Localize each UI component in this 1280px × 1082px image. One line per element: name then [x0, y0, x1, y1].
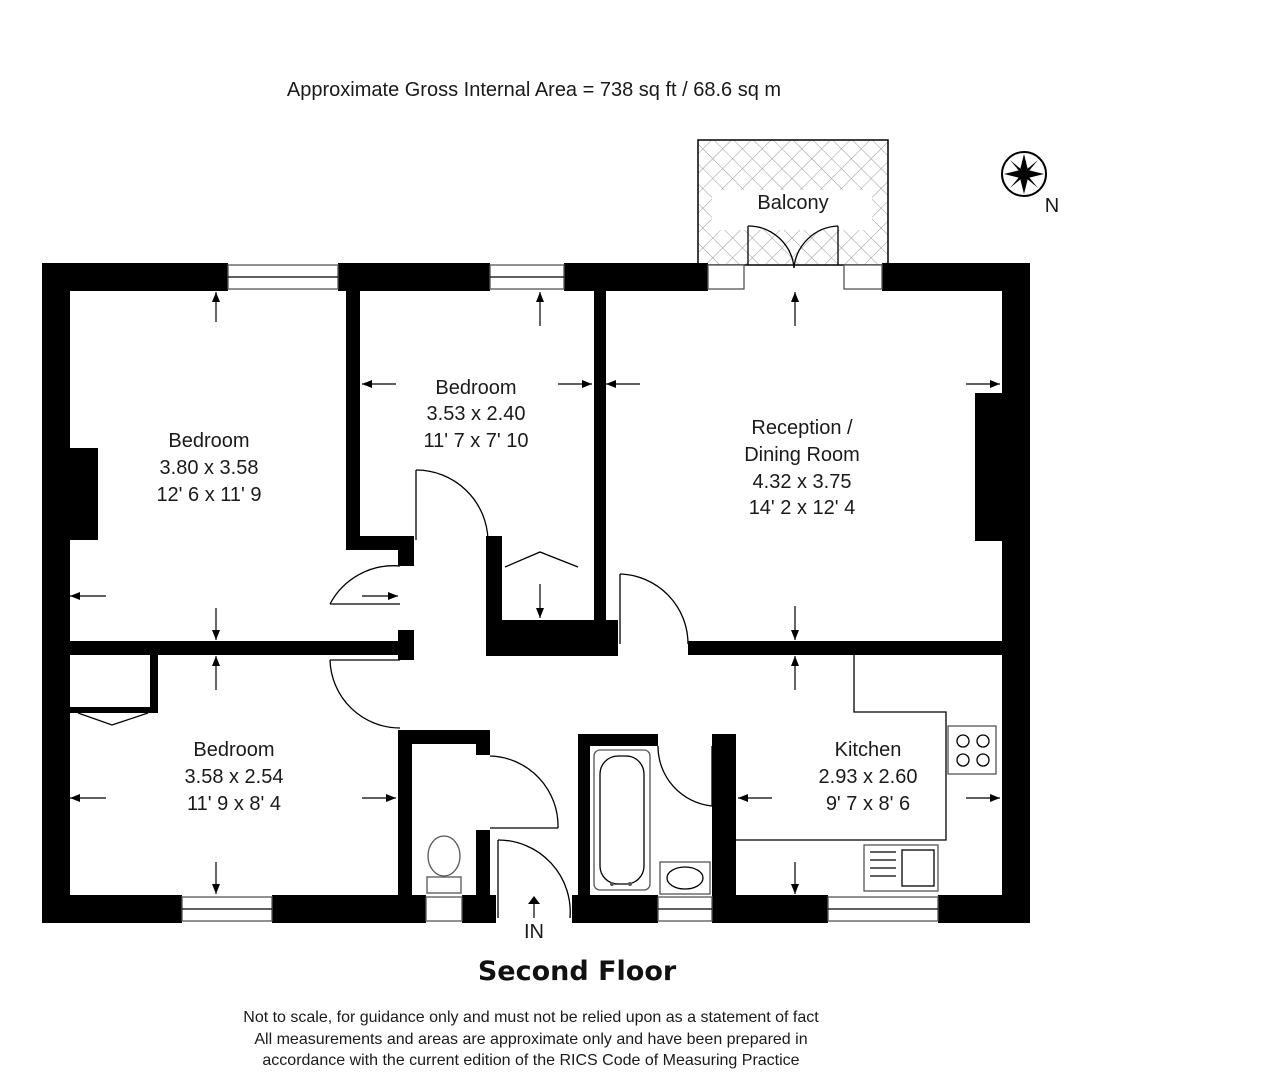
- room-label-bedroom-1: Bedroom 3.80 x 3.58 12' 6 x 11' 9: [156, 430, 261, 506]
- reception-imperial: 14' 2 x 12' 4: [749, 497, 856, 519]
- bedroom-1-name: Bedroom: [168, 430, 249, 452]
- bedroom-1-metric: 3.80 x 3.58: [160, 457, 259, 479]
- fixtures: [70, 551, 997, 895]
- bedroom-1-imperial: 12' 6 x 11' 9: [156, 484, 261, 506]
- north-label: N: [1045, 195, 1059, 217]
- floor-label: Second Floor: [478, 956, 677, 987]
- kitchen-name: Kitchen: [835, 739, 902, 761]
- disclaimer: Not to scale, for guidance only and must…: [243, 1009, 819, 1069]
- bedroom-3-metric: 3.58 x 2.54: [185, 766, 284, 788]
- room-label-bedroom-2: Bedroom 3.53 x 2.40 11' 7 x 7' 10: [423, 377, 528, 452]
- dimension-arrows: [70, 292, 1000, 918]
- room-label-kitchen: Kitchen 2.93 x 2.60 9' 7 x 8' 6: [819, 739, 918, 815]
- balcony: Balcony: [697, 139, 889, 266]
- balcony-label: Balcony: [757, 192, 828, 214]
- kitchen-imperial: 9' 7 x 8' 6: [826, 793, 910, 815]
- room-label-bedroom-3: Bedroom 3.58 x 2.54 11' 9 x 8' 4: [185, 739, 284, 815]
- reception-name-line2: Dining Room: [744, 444, 860, 466]
- disclaimer-line-2: All measurements and areas are approxima…: [254, 1031, 807, 1048]
- internal-walls: [70, 291, 1002, 895]
- windows: [181, 264, 939, 922]
- compass-rose-icon: [1001, 151, 1047, 197]
- room-label-reception: Reception / Dining Room 4.32 x 3.75 14' …: [744, 417, 860, 519]
- bedroom-3-name: Bedroom: [193, 739, 274, 761]
- disclaimer-line-3: accordance with the current edition of t…: [262, 1052, 799, 1069]
- bedroom-2-imperial: 11' 7 x 7' 10: [423, 430, 528, 452]
- bedroom-2-name: Bedroom: [435, 377, 516, 399]
- reception-name-line1: Reception /: [751, 417, 853, 439]
- kitchen-metric: 2.93 x 2.60: [819, 766, 918, 788]
- entrance-label: IN: [524, 921, 544, 943]
- gross-area-text: Approximate Gross Internal Area = 738 sq…: [287, 79, 781, 101]
- bedroom-2-metric: 3.53 x 2.40: [427, 403, 526, 425]
- reception-metric: 4.32 x 3.75: [753, 471, 852, 493]
- outer-walls: [42, 263, 1030, 923]
- bedroom-3-imperial: 11' 9 x 8' 4: [187, 793, 281, 815]
- disclaimer-line-1: Not to scale, for guidance only and must…: [243, 1009, 819, 1026]
- doors: [329, 225, 839, 919]
